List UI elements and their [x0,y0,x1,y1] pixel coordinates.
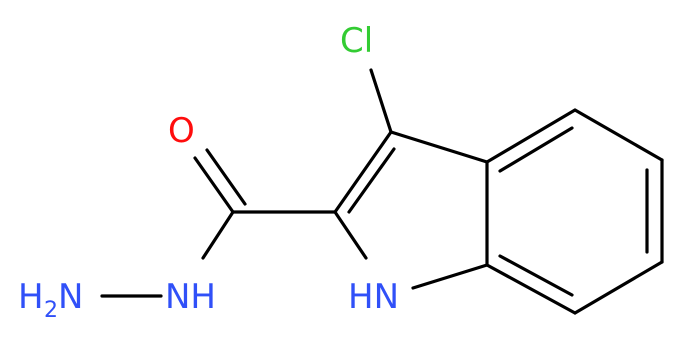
bond-c7a-n1 [411,263,489,290]
amine-n-text: N [58,277,83,317]
bond-c3-cl [369,68,393,134]
amine-label: H 2 N [18,277,83,323]
bond-n1-c2 [333,210,368,260]
bond-c4-c5 [573,108,664,162]
bond-c-nh [201,210,235,260]
chlorine-label: Cl [340,21,373,61]
ring-nh-label: HN [348,277,399,317]
bond-c3-c3a [389,130,489,164]
bond-c2-c3 [333,130,393,214]
hydrazide-nh-label: NH [165,277,216,317]
bond-c3a-c4-inner [498,126,574,173]
bond-c-o [193,156,235,214]
bond-c7-c7a [485,263,577,315]
bonds [100,68,664,315]
bond-c2-c3-inner [347,147,396,214]
amine-subscript: 2 [44,298,58,323]
bond-c-o-second [205,148,247,206]
bond-c7-c7a-inner [498,254,574,297]
amine-h-text: H [18,277,44,317]
bond-c6-c7 [573,260,664,315]
oxygen-label: O [168,111,195,151]
bond-c3a-c4 [485,108,577,164]
